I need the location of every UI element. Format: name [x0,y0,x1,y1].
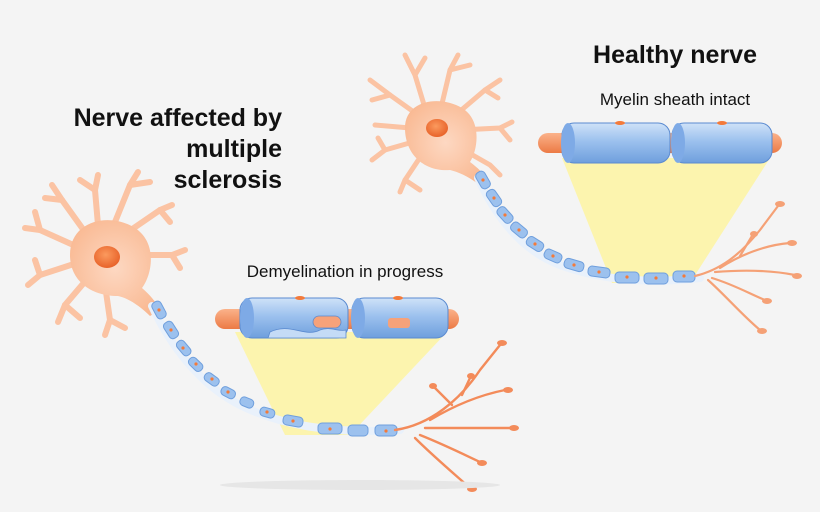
ms-nerve-title: Nerve affected by multiple sclerosis [40,103,282,196]
ms-myelin-lesion [267,328,347,339]
ms-lesion-exposed-core [312,315,342,329]
healthy-terminal-buttons [750,201,802,334]
ms-title-line-2: multiple [186,135,282,163]
healthy-magnified-axon [538,121,782,164]
ms-neuron [22,169,519,492]
ms-nerve-caption: Demyelination in progress [246,262,444,281]
ms-title-line-1: Nerve affected by [73,104,282,132]
ms-lesion-exposed-core-2 [388,318,410,328]
healthy-magnify-cone [562,158,770,283]
healthy-nerve-title: Healthy nerve [593,41,757,69]
ms-cell-body [70,220,160,316]
healthy-nucleus [426,119,448,137]
healthy-cell-body [405,101,486,184]
ms-nucleus [94,246,120,268]
healthy-myelin-nuclei [481,178,686,280]
ms-title-line-3: sclerosis [173,166,282,194]
ms-magnified-axon [215,296,459,339]
ms-myelin-nuclei [157,308,388,433]
healthy-neuron [367,52,802,334]
healthy-nerve-caption: Myelin sheath intact [599,90,751,109]
ms-terminal-buttons [429,340,519,492]
ms-magnify-cone [235,332,447,435]
ms-axon [148,302,404,435]
ground-shadow [220,480,500,490]
healthy-axon-terminals [693,204,797,332]
